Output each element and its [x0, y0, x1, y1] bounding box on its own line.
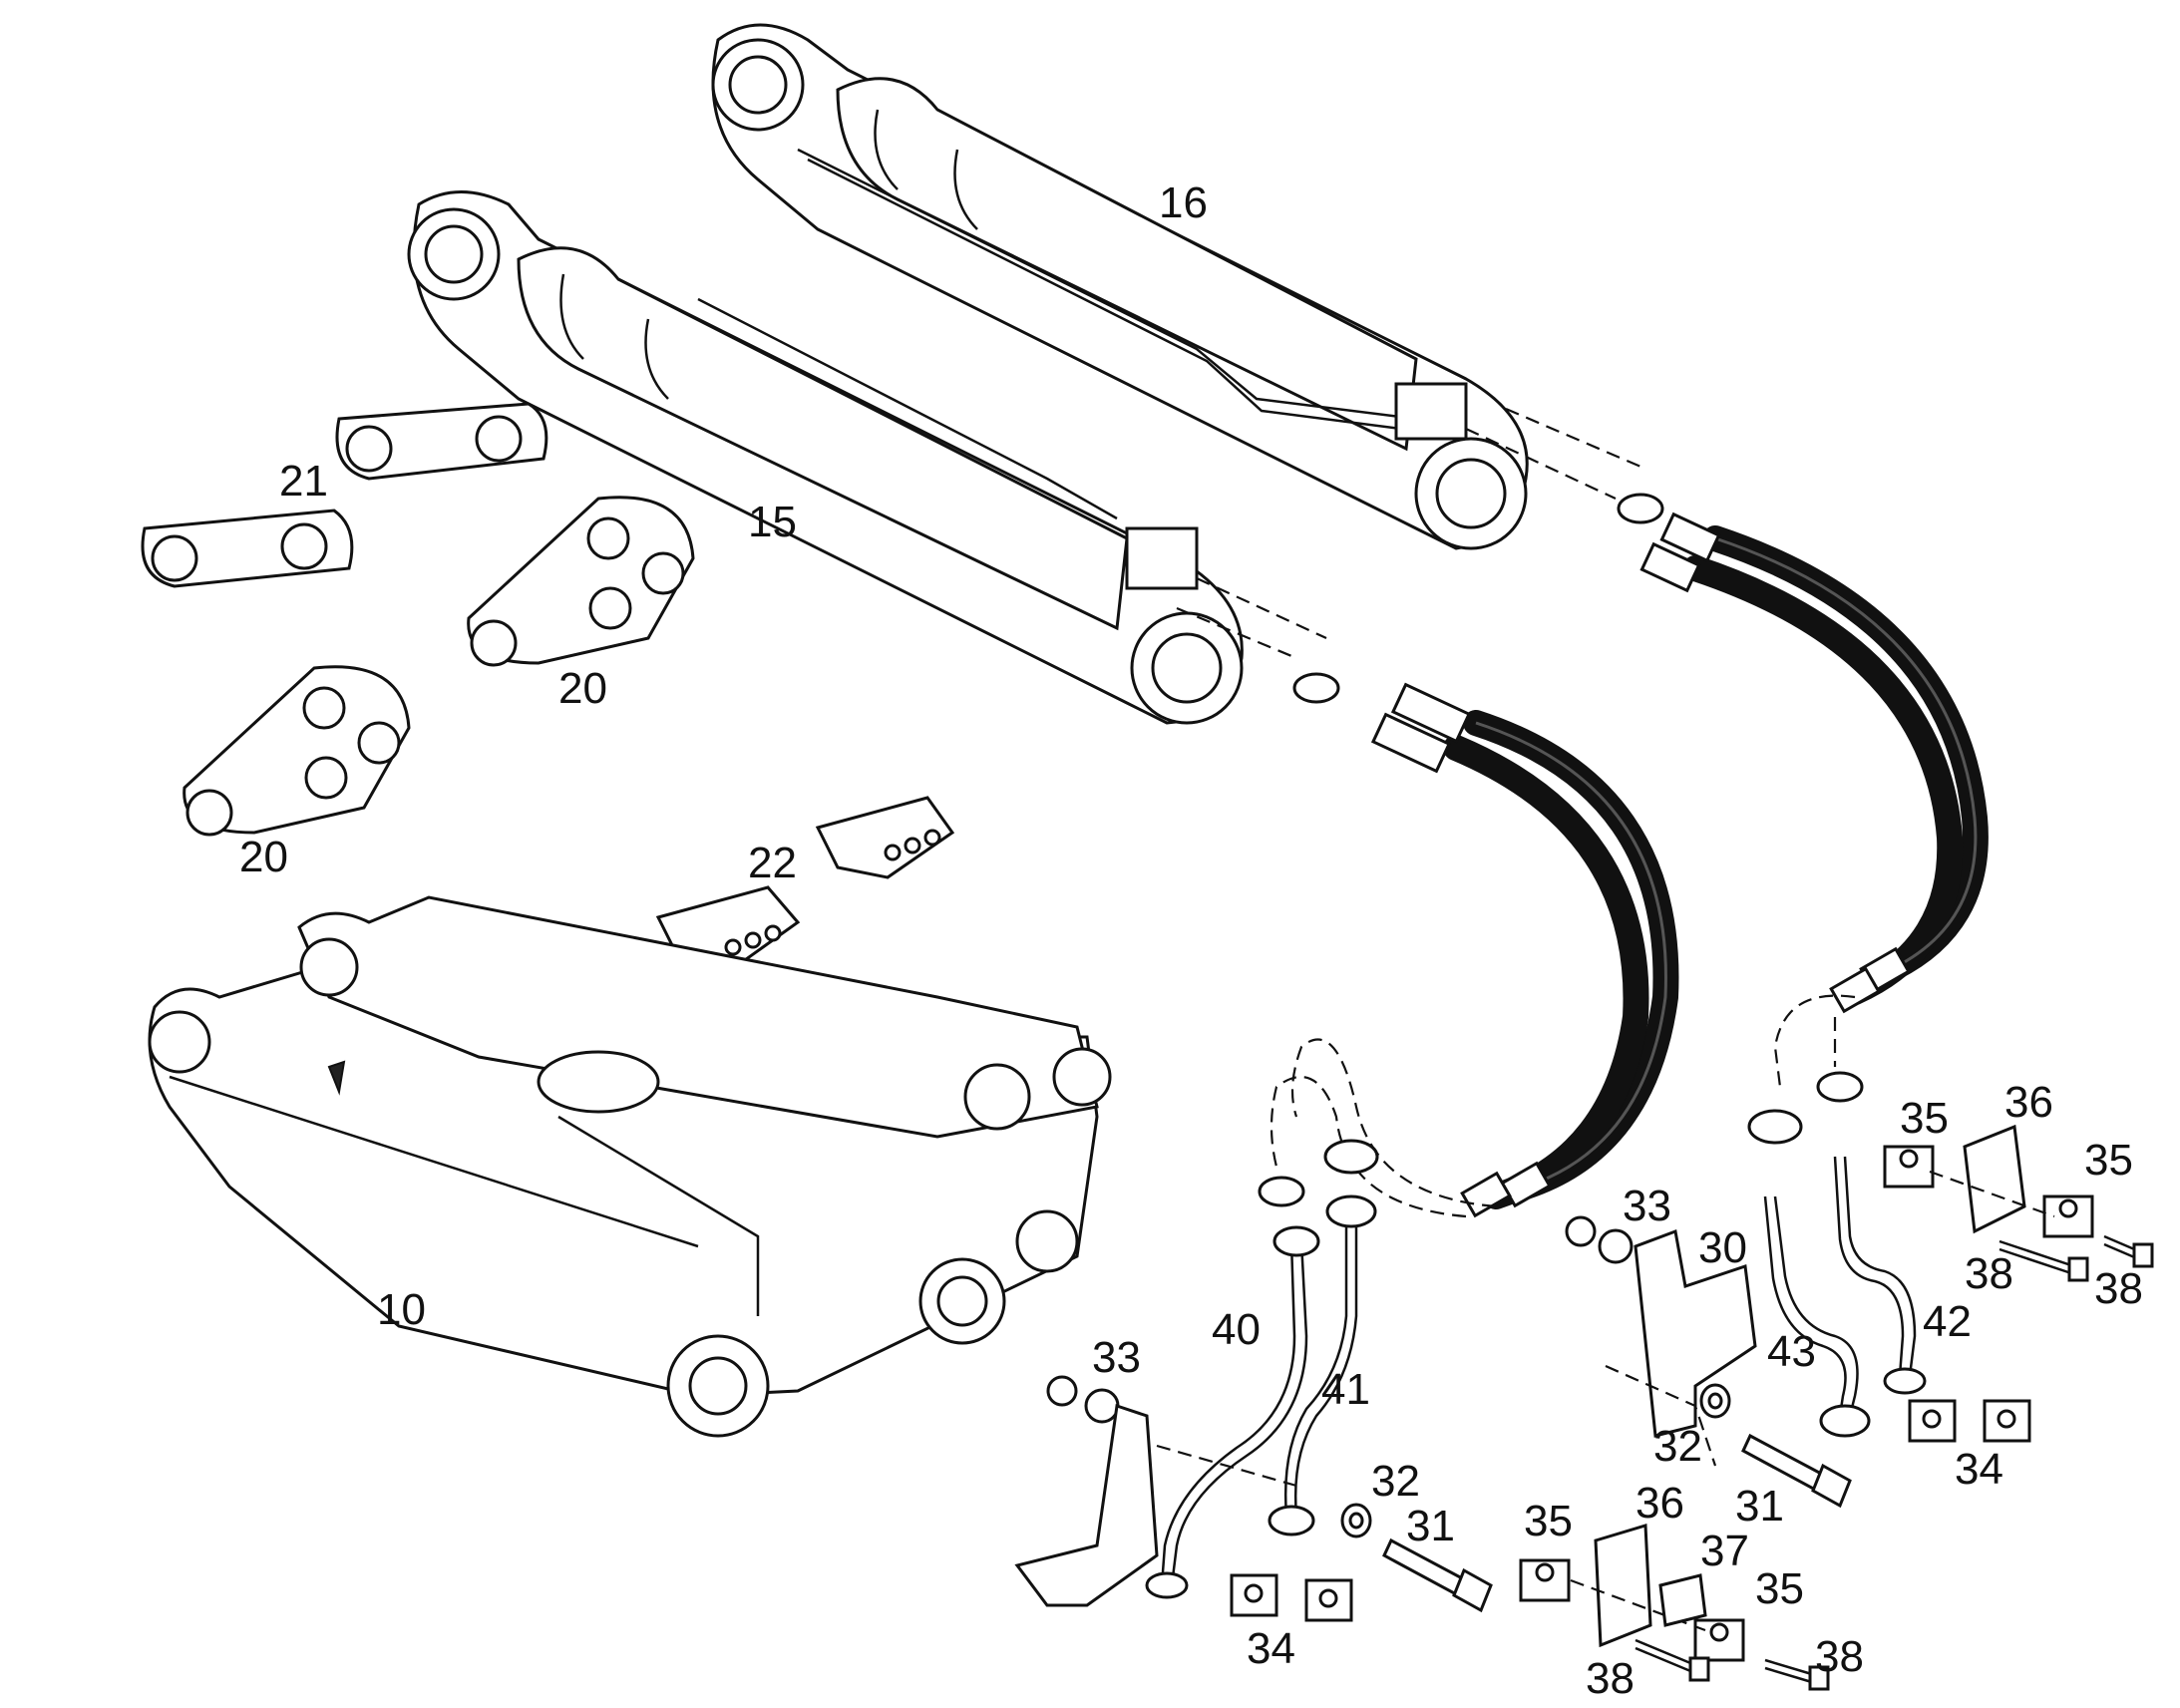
washer-32-left — [1340, 1503, 1372, 1538]
clamp-blocks-34-left — [1230, 1573, 1353, 1622]
callout-35-d: 35 — [1755, 1564, 1804, 1613]
callout-35-a: 35 — [1900, 1094, 1949, 1143]
callout-16: 16 — [1159, 178, 1208, 227]
mounting-plate-30-right — [1605, 1228, 1757, 1467]
callout-31-left: 31 — [1406, 1502, 1455, 1550]
bracket-20-upper — [467, 496, 695, 667]
callout-35-b: 35 — [2084, 1136, 2133, 1185]
callout-38-b: 38 — [2094, 1264, 2143, 1313]
pipe-42 — [1833, 1156, 1927, 1395]
nuts-33-left — [1046, 1375, 1120, 1424]
callout-38-a: 38 — [1965, 1249, 2013, 1298]
washer-32-right — [1699, 1383, 1731, 1419]
hydraulic-cylinder-15 — [407, 190, 1244, 725]
callout-34-left: 34 — [1247, 1624, 1295, 1673]
clamp-block-35-a — [1883, 1145, 1935, 1189]
pipe-40 — [1145, 1225, 1320, 1599]
callout-41: 41 — [1321, 1365, 1370, 1414]
bolt-38-b — [2103, 1234, 2154, 1268]
callout-40: 40 — [1212, 1305, 1261, 1354]
callout-38-d: 38 — [1815, 1632, 1864, 1681]
callout-22: 22 — [748, 839, 797, 887]
callout-34-right: 34 — [1955, 1445, 2003, 1494]
clamp-blocks-34-right — [1908, 1399, 2031, 1443]
bolt-38-a — [1998, 1239, 2089, 1282]
callout-32-left: 32 — [1371, 1457, 1420, 1506]
pipe-43 — [1763, 1196, 1871, 1438]
clamp-block-35-d — [1693, 1618, 1745, 1662]
bolt-31-right — [1741, 1433, 1852, 1509]
callout-labels: 10 15 16 20 20 21 22 30 31 31 32 32 33 3… — [239, 178, 2143, 1703]
callout-33-right: 33 — [1623, 1182, 1671, 1230]
callout-43: 43 — [1767, 1327, 1816, 1376]
hydraulic-hose-pair-right — [1465, 407, 1989, 1088]
flange-set — [1258, 493, 1864, 1207]
bracket-20-lower — [182, 665, 411, 837]
plate-37 — [1658, 1573, 1707, 1627]
clamp-block-35-b — [2042, 1195, 2094, 1238]
callout-36-left: 36 — [1635, 1479, 1684, 1528]
bolt-38-d — [1764, 1658, 1830, 1691]
callout-38-c: 38 — [1586, 1654, 1635, 1703]
callout-32-right: 32 — [1653, 1422, 1702, 1471]
lubrication-block-22-upper — [815, 796, 955, 879]
hydraulic-hose-pair-left — [1176, 577, 1679, 1218]
callout-15: 15 — [748, 498, 797, 546]
callout-42: 42 — [1923, 1297, 1972, 1346]
nuts-33-right — [1565, 1215, 1634, 1264]
link-plate-21-upper — [335, 402, 548, 481]
callout-21: 21 — [279, 457, 328, 506]
callout-10: 10 — [377, 1285, 426, 1334]
bolt-38-c — [1635, 1638, 1710, 1682]
callout-20-lower: 20 — [239, 833, 288, 881]
bracket-36-right — [1929, 1124, 2055, 1234]
bolt-31-left — [1382, 1537, 1493, 1613]
callout-33-left: 33 — [1092, 1333, 1141, 1382]
link-plate-21-lower — [141, 509, 354, 588]
callout-20-upper: 20 — [558, 664, 607, 713]
pipe-41 — [1268, 1195, 1377, 1537]
callout-30: 30 — [1698, 1223, 1747, 1272]
callout-36-right: 36 — [2004, 1078, 2053, 1127]
boom-frame-10 — [148, 895, 1112, 1438]
hydraulic-cylinder-16 — [711, 23, 1529, 550]
callout-31-right: 31 — [1735, 1482, 1784, 1531]
callout-35-c: 35 — [1524, 1497, 1573, 1545]
callout-37: 37 — [1700, 1527, 1749, 1575]
mounting-plate-30-left — [1014, 1404, 1297, 1607]
clamp-block-35-c — [1519, 1558, 1571, 1602]
